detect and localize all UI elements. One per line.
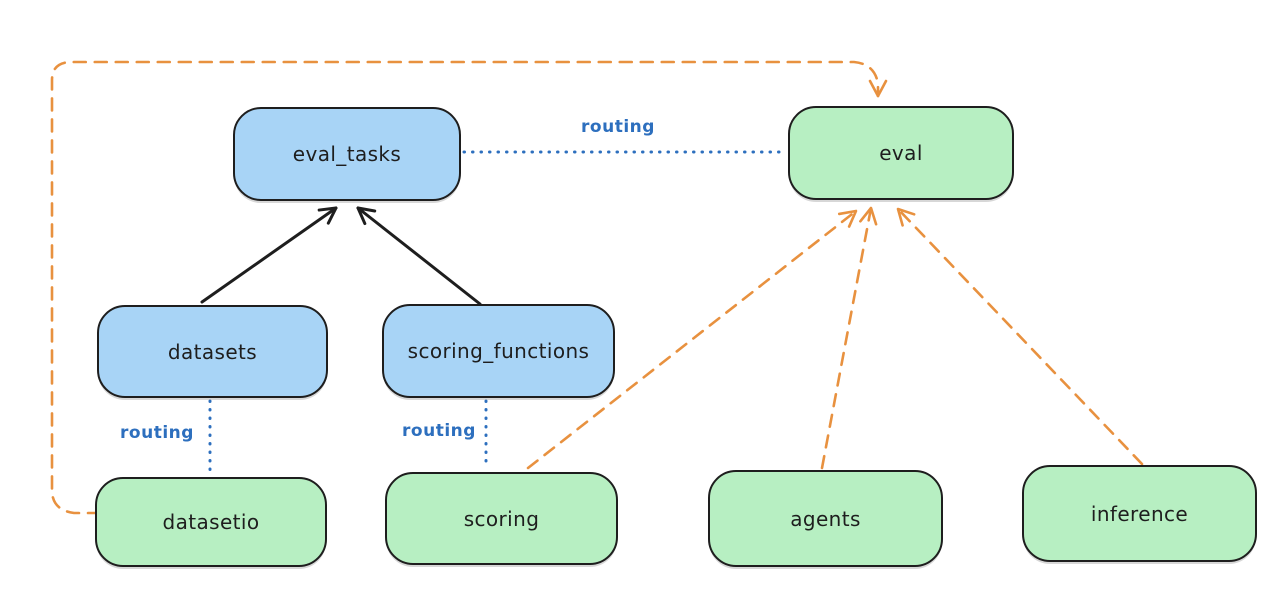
edge-scoring-to-eval	[526, 209, 858, 470]
node-agents-label: agents	[790, 506, 861, 531]
edge-datasetio-to-eval	[50, 60, 888, 515]
node-eval-tasks-label: eval_tasks	[292, 142, 402, 166]
routing-label-eval-tasks-eval: routing	[581, 117, 655, 137]
node-eval-tasks: eval_tasks	[233, 107, 461, 201]
node-scoring-functions-label: scoring_functions	[407, 339, 590, 363]
node-scoring-functions: scoring_functions	[382, 304, 615, 398]
edge-agents-to-eval	[820, 206, 878, 470]
node-inference: inference	[1022, 465, 1257, 562]
routing-label-datasets-datasetio: routing	[120, 423, 194, 443]
node-scoring-label: scoring	[463, 506, 540, 531]
node-scoring: scoring	[385, 472, 618, 565]
node-agents: agents	[708, 470, 943, 567]
edge-datasets-to-eval-tasks	[200, 206, 338, 304]
node-eval: eval	[788, 106, 1014, 200]
edge-scoring-functions-to-eval-tasks	[356, 206, 482, 306]
routing-label-scoring-functions-scoring: routing	[402, 421, 476, 441]
node-inference-label: inference	[1090, 501, 1189, 526]
edge-inference-to-eval	[896, 207, 1144, 466]
node-eval-label: eval	[879, 141, 923, 165]
node-datasets: datasets	[97, 305, 328, 398]
node-datasetio: datasetio	[95, 477, 327, 567]
node-datasets-label: datasets	[167, 339, 258, 364]
node-datasetio-label: datasetio	[162, 510, 260, 534]
